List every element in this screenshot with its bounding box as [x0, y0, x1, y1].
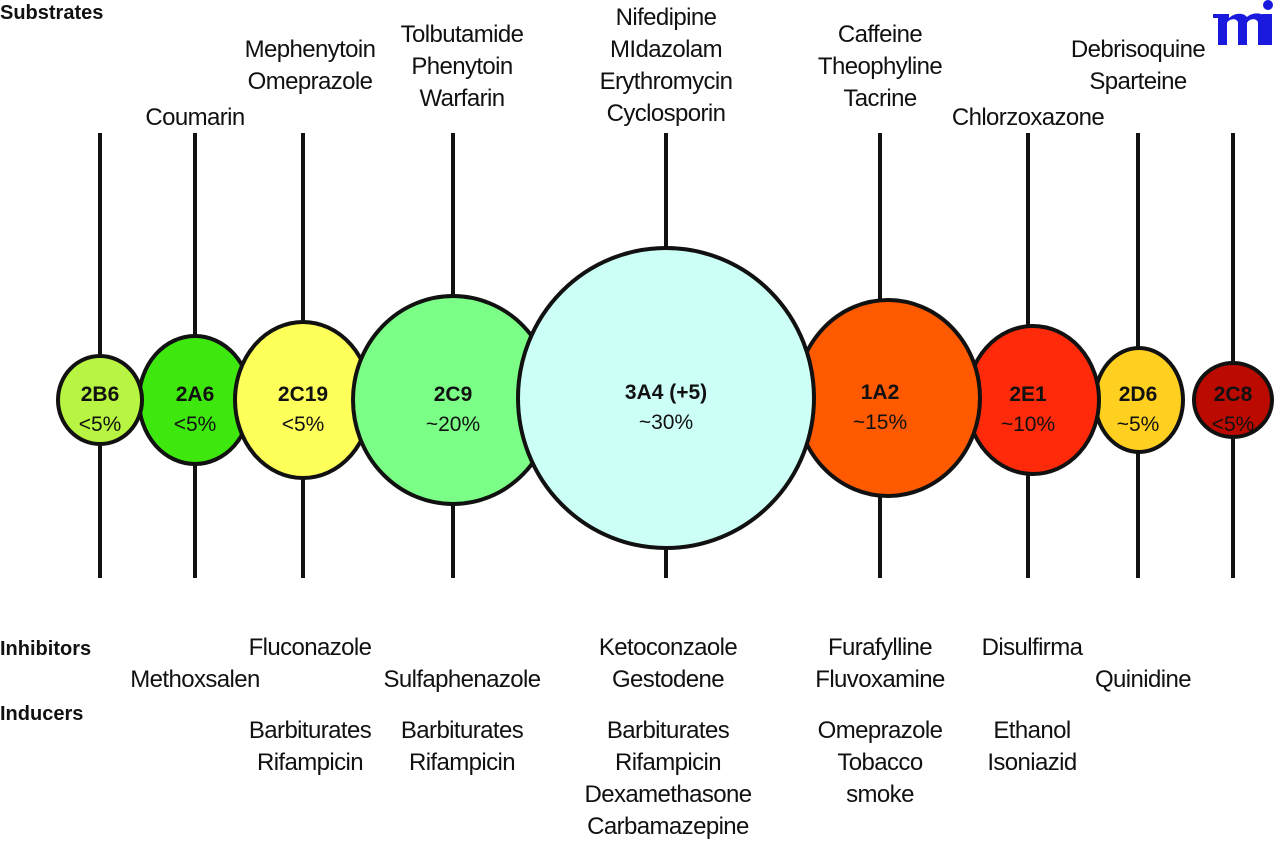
inducer-label: Rifampicin — [257, 749, 363, 776]
substrate-label: Cyclosporin — [607, 100, 726, 127]
inhibitor-label: Methoxsalen — [130, 666, 259, 693]
enzyme-3A4: 3A4 (+5) ~30% — [516, 246, 816, 550]
inhibitor-label: Fluvoxamine — [815, 666, 945, 693]
substrate-label: Theophyline — [818, 53, 942, 80]
inhibitor-label: Fluconazole — [249, 634, 372, 661]
substrate-label: Tacrine — [843, 85, 916, 112]
enzyme-share: <5% — [282, 413, 325, 436]
inducer-label: smoke — [846, 781, 914, 808]
inhibitor-label: Furafylline — [828, 634, 932, 661]
enzyme-2B6: 2B6<5% — [56, 354, 144, 446]
enzyme-name: 3A4 (+5) — [625, 381, 707, 404]
substrate-label: Erythromycin — [600, 68, 733, 95]
enzyme-share: ~10% — [1001, 413, 1055, 436]
substrate-label: Sparteine — [1089, 68, 1187, 95]
inhibitor-label: Sulfaphenazole — [383, 666, 540, 693]
logo-i-dot — [1263, 0, 1273, 10]
enzyme-name: 2E1 — [1009, 383, 1047, 406]
substrate-label: Chlorzoxazone — [952, 104, 1105, 131]
substrate-label: Caffeine — [838, 21, 922, 48]
inducers-heading: Inducers — [0, 703, 83, 725]
logo — [1213, 0, 1273, 45]
inhibitor-label: Ketoconzaole — [599, 634, 737, 661]
inducer-label: Barbiturates — [249, 717, 372, 744]
enzyme-share: <5% — [174, 413, 217, 436]
inducer-label: Rifampicin — [409, 749, 515, 776]
substrate-label: Nifedipine — [616, 4, 717, 31]
enzyme-circles: 2A6<5%2B6<5%2C19<5%2C9~20%2D6~5%2E1~10%1… — [56, 246, 1274, 550]
inhibitor-label: Quinidine — [1095, 666, 1191, 693]
inducer-label: Isoniazid — [987, 749, 1076, 776]
enzyme-2C8: 2C8<5% — [1192, 361, 1274, 439]
enzyme-name: 1A2 — [861, 381, 900, 404]
inducer-label: Dexamethasone — [585, 781, 752, 808]
enzyme-share: ~30% — [639, 411, 693, 434]
inhibitor-label: Gestodene — [612, 666, 724, 693]
enzyme-2D6: 2D6~5% — [1093, 346, 1185, 454]
substrate-label: Omeprazole — [248, 68, 373, 95]
enzyme-2C9: 2C9 ~20% — [351, 294, 555, 506]
substrate-label: Phenytoin — [411, 53, 512, 80]
inducer-label: Rifampicin — [615, 749, 721, 776]
enzyme-name: 2B6 — [81, 383, 120, 406]
enzyme-name: 2C9 — [434, 383, 473, 406]
enzyme-circle — [516, 246, 816, 550]
inducer-label: Tobacco — [837, 749, 922, 776]
enzyme-share: <5% — [79, 413, 122, 436]
enzyme-name: 2C19 — [278, 383, 328, 406]
enzyme-name: 2C8 — [1214, 383, 1253, 406]
inducer-label: Ethanol — [993, 717, 1070, 744]
inducer-label: Barbiturates — [401, 717, 524, 744]
substrate-label: MIdazolam — [610, 36, 722, 63]
enzyme-circle — [1192, 361, 1274, 439]
substrate-label: Debrisoquine — [1071, 36, 1205, 63]
inhibitor-label: Disulfirma — [982, 634, 1084, 661]
inducer-label: Barbiturates — [607, 717, 730, 744]
substrate-label: Warfarin — [420, 85, 505, 112]
enzyme-2E1: 2E1 ~10% — [965, 324, 1101, 476]
enzyme-2C19: 2C19 <5% — [233, 320, 373, 480]
enzyme-share: <5% — [1212, 413, 1255, 436]
enzyme-1A2: 1A2 ~15% — [794, 298, 982, 498]
enzyme-name: 2D6 — [1119, 383, 1158, 406]
logo-i-stem — [1262, 14, 1272, 45]
enzyme-share: ~5% — [1117, 413, 1160, 436]
substrate-label: Tolbutamide — [401, 21, 524, 48]
inhibitors-heading: Inhibitors — [0, 638, 91, 660]
inducer-label: Omeprazole — [818, 717, 943, 744]
inducer-label: Carbamazepine — [587, 813, 749, 840]
substrates-heading: Substrates — [0, 2, 103, 24]
enzyme-share: ~15% — [853, 411, 907, 434]
substrate-label: Mephenytoin — [245, 36, 376, 63]
enzyme-share: ~20% — [426, 413, 480, 436]
enzyme-name: 2A6 — [176, 383, 215, 406]
enzyme-circle — [56, 354, 144, 446]
logo-m-glyph — [1213, 13, 1267, 45]
substrate-label: Coumarin — [145, 104, 244, 131]
